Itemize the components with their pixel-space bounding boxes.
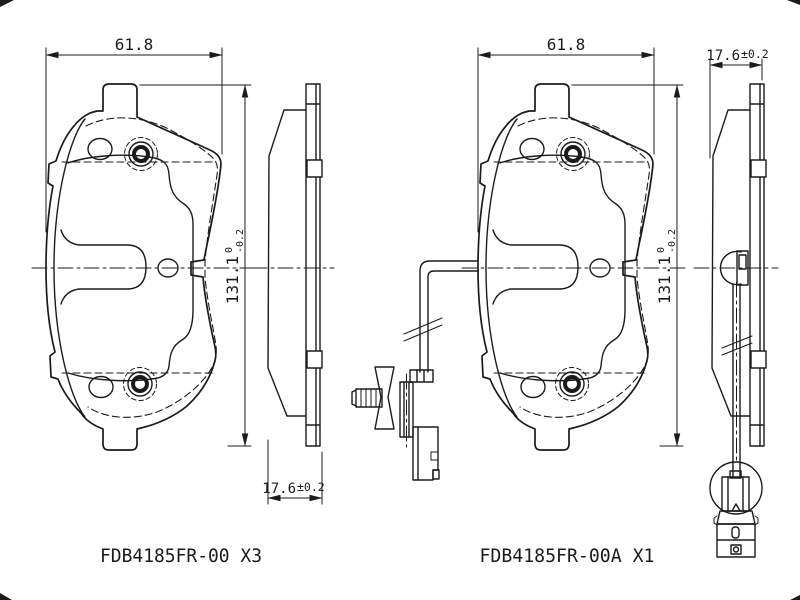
right-assembly: 61.8 131.1 0 -0.2 17.6 ±0.2 FDB4185FR-00… — [351, 35, 779, 567]
left-part-label: FDB4185FR-00 X3 — [100, 545, 262, 567]
connector-slot — [731, 526, 740, 539]
connector-side-tab — [754, 515, 759, 526]
height-tol-lower: -0.2 — [235, 229, 246, 253]
left-height-dimension: 131.1 0 -0.2 — [139, 84, 252, 447]
thickness-value: 17.6 — [706, 48, 740, 64]
wear-sensor-side — [709, 250, 763, 558]
connector-latch — [729, 470, 742, 479]
sensor-wire-inner — [427, 270, 479, 373]
right-pad-front-view — [476, 82, 655, 452]
width-dim-text: 61.8 — [115, 35, 154, 54]
connector-foot — [432, 469, 440, 480]
connector-terminal — [730, 544, 742, 555]
sensor-connector-body — [412, 426, 439, 481]
left-pad-front-view — [44, 82, 223, 452]
sensor-ear — [719, 250, 742, 286]
wire-break-mark — [403, 317, 443, 335]
right-height-dimension: 131.1 0 -0.2 — [571, 84, 684, 447]
thickness-tol: ±0.2 — [297, 480, 325, 494]
right-thickness-dimension: 17.6 ±0.2 — [706, 47, 769, 159]
connector-side-tab — [713, 515, 718, 526]
right-width-dimension: 61.8 — [477, 35, 655, 233]
left-thickness-dimension: 17.6 ±0.2 — [262, 439, 325, 505]
height-tol-upper: 0 — [224, 247, 235, 253]
wire-break-mark — [403, 324, 443, 342]
left-width-dimension: 61.8 — [45, 35, 223, 233]
wear-sensor-front — [351, 260, 479, 481]
thickness-value: 17.6 — [262, 481, 296, 497]
thickness-tol: ±0.2 — [741, 47, 769, 61]
height-tol-upper: 0 — [656, 247, 667, 253]
sensor-ear-inner — [738, 254, 747, 270]
wire-break-mark — [721, 335, 753, 349]
left-pad-side-view — [267, 83, 323, 447]
scan-artifact-corner — [0, 0, 14, 7]
connector-plug-notch — [731, 503, 741, 512]
scan-artifact-corner — [790, 595, 800, 600]
connector-grommet-circle — [709, 461, 763, 515]
height-dim-text: 131.1 — [223, 256, 242, 304]
height-tol-lower: -0.2 — [667, 229, 678, 253]
width-dim-text: 61.8 — [547, 35, 586, 54]
left-assembly: 61.8 131.1 0 -0.2 17.6 ±0.2 FDB4185FR-00… — [31, 35, 335, 567]
connector-shoulder — [716, 510, 756, 525]
right-part-label: FDB4185FR-00A X1 — [480, 545, 655, 567]
stud-tip — [351, 389, 357, 407]
sensor-wire-outer — [419, 260, 479, 373]
sensor-stud-thread — [355, 388, 383, 408]
height-dim-text-group: 131.1 0 -0.2 — [655, 229, 678, 304]
scan-artifact-corner — [787, 0, 800, 5]
height-dim-text: 131.1 — [655, 256, 674, 304]
connector-terminal-pin — [732, 546, 740, 553]
stud-cone-flange — [374, 366, 395, 430]
wire-crimp — [409, 369, 434, 383]
height-dim-text-group: 131.1 0 -0.2 — [223, 229, 246, 304]
sensor-ear-clip — [736, 250, 749, 286]
wire-break-mark — [721, 342, 753, 356]
scan-artifact-corner — [0, 593, 12, 600]
